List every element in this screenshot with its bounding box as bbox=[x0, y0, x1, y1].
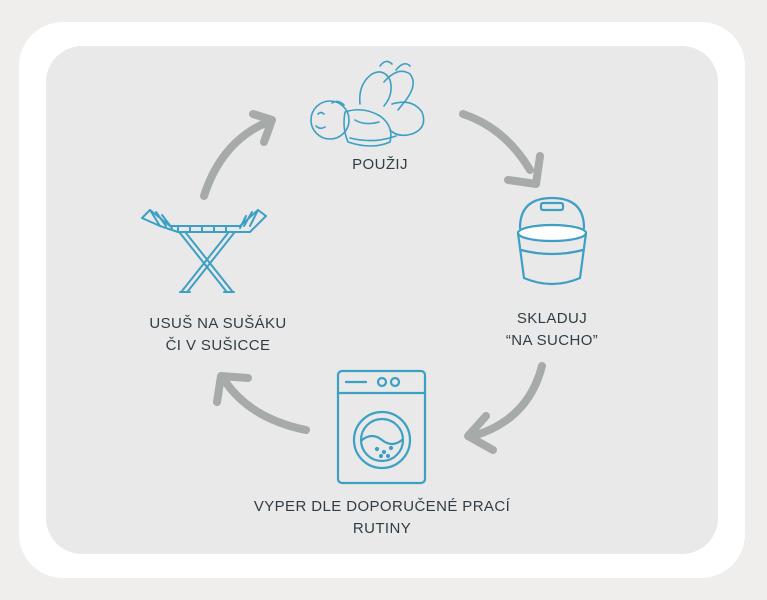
step-label-store-line-2: “NA SUCHO” bbox=[505, 332, 599, 349]
washing-machine-icon bbox=[336, 369, 427, 485]
step-label-wash-line-1: VYPER DLE DOPORUČENÉ PRACÍ bbox=[253, 498, 511, 515]
step-label-wash-line-2: RUTINY bbox=[352, 520, 412, 537]
arrow-use-to-store bbox=[459, 110, 544, 188]
step-label-dry-line-1: USUŠ NA SUŠÁKU bbox=[149, 315, 287, 332]
step-label-wash: VYPER DLE DOPORUČENÉ PRACÍ RUTINY bbox=[200, 496, 564, 540]
step-label-store-line-1: SKLADUJ bbox=[516, 310, 588, 327]
diagram-panel bbox=[46, 46, 718, 554]
step-label-use: POUŽIJ bbox=[300, 154, 460, 176]
step-label-dry-line-2: ČI V SUŠICCE bbox=[165, 337, 271, 354]
arrow-wash-to-dry bbox=[213, 372, 310, 434]
step-label-use-line-1: POUŽIJ bbox=[352, 156, 408, 173]
arrow-dry-to-use bbox=[200, 110, 276, 200]
arrow-store-to-wash bbox=[464, 362, 546, 454]
drying-rack-icon bbox=[141, 209, 267, 293]
step-label-store: SKLADUJ “NA SUCHO” bbox=[462, 308, 642, 352]
baby-icon bbox=[310, 60, 425, 147]
step-label-dry: USUŠ NA SUŠÁKU ČI V SUŠICCE bbox=[118, 313, 318, 357]
bucket-icon bbox=[516, 196, 588, 286]
